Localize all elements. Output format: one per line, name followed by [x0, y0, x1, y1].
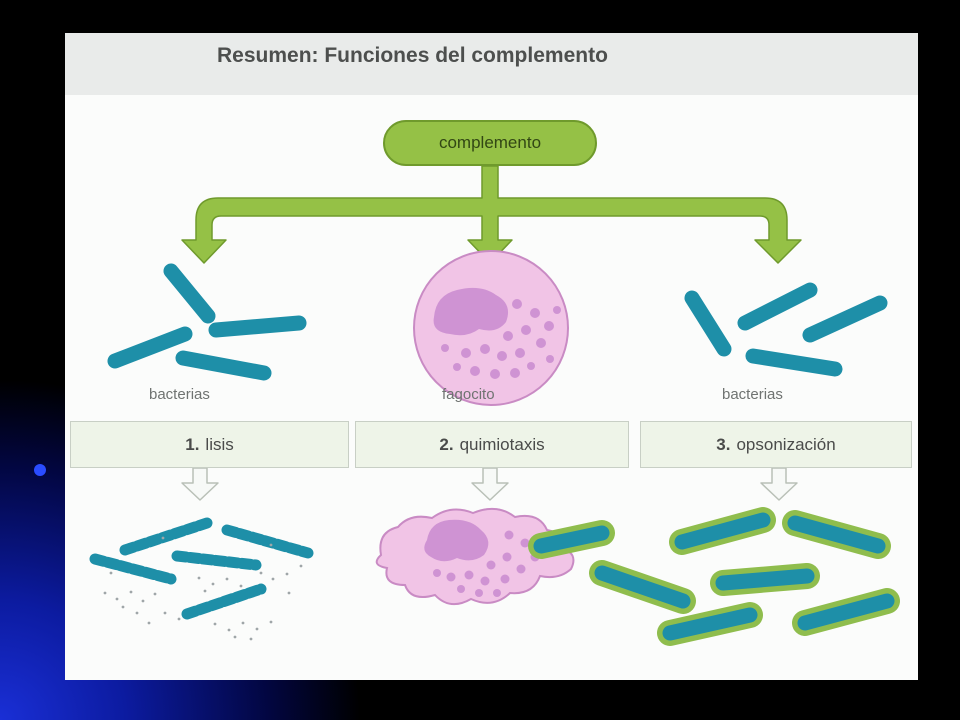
- function-label: lisis: [205, 434, 234, 454]
- figure-title: Resumen: Funciones del complemento: [217, 44, 608, 67]
- function-box-opsonizacion: 3. opsonización: [640, 421, 912, 468]
- phagocyte-cell: [413, 250, 569, 406]
- caption-bacterias-right: bacterias: [722, 386, 783, 403]
- function-number: 2.: [439, 434, 454, 454]
- phagocyte-amoeboid: [375, 507, 575, 606]
- caption-fagocito: fagocito: [442, 386, 495, 403]
- bacteria-left: [107, 263, 307, 381]
- figure-header: Resumen: Funciones del complemento: [65, 33, 918, 95]
- complemento-node: complemento: [383, 120, 597, 166]
- lysis-debris-dots: [103, 536, 303, 641]
- branch-arrows: [181, 165, 802, 264]
- function-label: quimiotaxis: [459, 434, 545, 454]
- bacteria-right: [684, 282, 888, 377]
- caption-bacterias-left: bacterias: [149, 386, 210, 403]
- bullet-dot: [34, 464, 46, 476]
- opsonized-bacteria: [528, 507, 900, 646]
- function-number: 3.: [716, 434, 731, 454]
- function-box-lisis: 1. lisis: [70, 421, 349, 468]
- function-label: opsonización: [736, 434, 836, 454]
- function-box-quimiotaxis: 2. quimiotaxis: [355, 421, 629, 468]
- lysed-bacteria: [89, 517, 314, 620]
- down-arrows: [181, 467, 798, 501]
- function-number: 1.: [185, 434, 200, 454]
- diagram-art: [89, 165, 900, 646]
- figure-panel: Resumen: Funciones del complemento: [65, 33, 918, 680]
